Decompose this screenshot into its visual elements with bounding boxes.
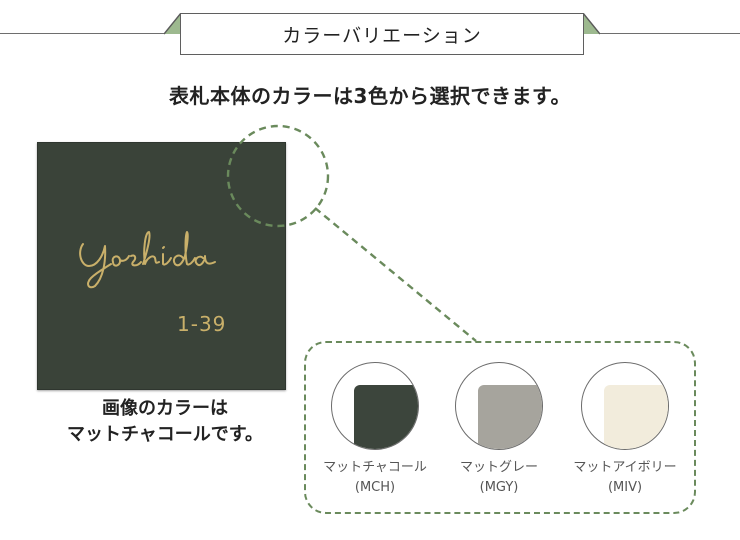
header-ornament-right xyxy=(582,13,600,35)
nameplate-number: 1-39 xyxy=(177,312,227,336)
swatch-mch-label: マットチャコール (MCH) xyxy=(313,458,437,498)
nameplate-image: 1-39 xyxy=(37,142,286,390)
subtitle: 表札本体のカラーは3色から選択できます。 xyxy=(169,84,571,108)
caption-line-1: 画像のカラーは xyxy=(102,398,228,419)
swatch-mch-code: (MCH) xyxy=(354,480,396,495)
section-title: カラーバリエーション xyxy=(180,13,584,55)
header-rule-right xyxy=(582,33,740,34)
header-ornament-left xyxy=(164,13,182,35)
swatch-mgy xyxy=(455,362,543,450)
swatch-miv-name: マットアイボリー xyxy=(573,460,677,475)
caption-line-2: マットチャコールです。 xyxy=(66,424,264,445)
swatch-miv-fill xyxy=(604,385,668,449)
swatch-mgy-label: マットグレー (MGY) xyxy=(437,458,561,498)
swatch-miv xyxy=(581,362,669,450)
swatch-mgy-fill xyxy=(478,385,542,449)
color-swatch-panel xyxy=(304,341,696,514)
swatch-mch-fill xyxy=(354,385,418,449)
color-caption: 画像のカラーは マットチャコールです。 xyxy=(30,396,300,448)
swatch-mch-name: マットチャコール xyxy=(323,460,427,475)
swatch-mgy-name: マットグレー xyxy=(459,460,538,475)
swatch-miv-code: (MIV) xyxy=(607,480,643,495)
nameplate-name-lettering xyxy=(79,231,216,289)
swatch-mch xyxy=(331,362,419,450)
swatch-miv-label: マットアイボリー (MIV) xyxy=(563,458,687,498)
swatch-mgy-code: (MGY) xyxy=(479,480,519,495)
header-rule-left xyxy=(0,33,182,34)
